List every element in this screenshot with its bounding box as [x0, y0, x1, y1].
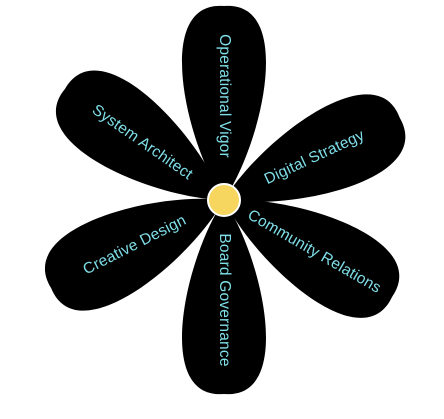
petal-board-governance: Board Governance	[182, 200, 266, 395]
petal-digital-strategy: Digital Strategy	[224, 94, 406, 203]
petal-shape	[224, 199, 400, 318]
flower-center	[207, 183, 241, 217]
petal-shape	[56, 70, 224, 200]
petal-label: Board Governance	[216, 233, 233, 366]
petal-operational-vigor: Operational Vigor	[182, 5, 266, 200]
petal-shape	[224, 94, 406, 203]
petal-label: Operational Vigor	[216, 34, 233, 158]
petal-shape	[44, 198, 224, 311]
petal-shape	[182, 5, 266, 200]
petal-shape	[182, 200, 266, 395]
